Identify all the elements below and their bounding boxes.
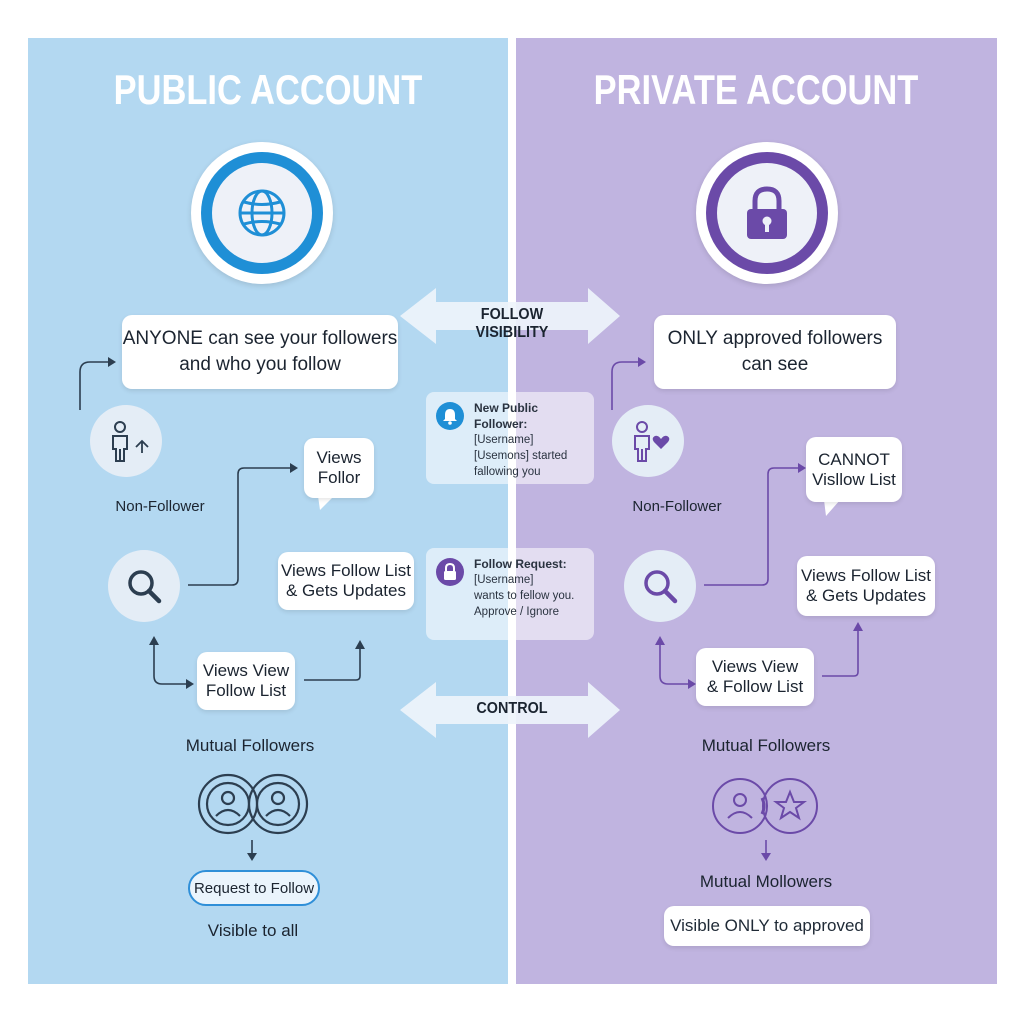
magnifier-icon xyxy=(644,570,678,604)
private-non-follower-avatar xyxy=(612,405,684,477)
arrow-nonfollower-to-main-public xyxy=(79,361,112,410)
private-main-card-line-2: can see xyxy=(741,354,809,375)
private-account-title: PRIVATE ACCOUNT xyxy=(593,66,919,113)
private-visibility-footer: Visible ONLY to approved xyxy=(664,906,870,946)
bubble-tail-public xyxy=(318,496,334,510)
public-main-card: ANYONE can see your followers and who yo… xyxy=(122,315,398,389)
bubble-tail-private xyxy=(824,500,840,516)
private-follow-request-notification: Follow Request: [Username] wants to fell… xyxy=(426,548,594,640)
arrow-viewsview-to-updates-private xyxy=(822,628,859,677)
person-icon xyxy=(112,421,149,462)
private-main-card: ONLY approved followers can see xyxy=(654,315,896,389)
public-notification-line-3: fallowing you xyxy=(474,466,541,478)
private-notification-line-2: wants to fellow you. xyxy=(474,590,575,602)
mutual-followers-icon xyxy=(197,773,309,835)
private-views-follow-list-line-1: Views Follow List xyxy=(800,566,932,585)
private-views-view-line-2: & Follow List xyxy=(706,677,804,696)
private-cannot-bubble: CANNOT Visllow List xyxy=(806,437,902,502)
public-notification-title: New Public Follower: xyxy=(474,401,539,431)
arrow-nonfollower-to-main-private xyxy=(611,361,642,410)
public-views-follow-list-line-2: & Gets Updates xyxy=(285,581,406,600)
public-notification-line-2: [Usemons] started xyxy=(474,450,568,462)
private-lock-badge xyxy=(696,142,838,284)
follow-visibility-label: FOLLOW VISIBILITY xyxy=(475,306,549,341)
public-mutual-followers-label: Mutual Followers xyxy=(185,736,315,755)
arrow-search-down-public xyxy=(153,640,188,685)
public-follower-notification: New Public Follower: [Username] [Usemons… xyxy=(426,392,594,484)
notification-bell-badge xyxy=(436,402,464,430)
private-non-follower-label: Non-Follower xyxy=(632,498,722,515)
control-label: CONTROL xyxy=(476,700,548,717)
globe-icon xyxy=(238,189,286,237)
private-mutual-mollowers-label: Mutual Mollowers xyxy=(699,872,833,891)
person-heart-icon xyxy=(634,421,670,462)
private-notification-line-3: Approve / Ignore xyxy=(474,606,560,618)
public-views-follor-line-1: Views xyxy=(316,448,362,467)
public-views-view-line-2: Follow List xyxy=(205,681,287,700)
private-views-view-line-1: Views View xyxy=(711,657,799,676)
public-main-card-line-2: and who you follow xyxy=(179,354,341,375)
private-views-view-follow-list-card: Views View & Follow List xyxy=(696,648,814,706)
mutual-followers-star-icon xyxy=(712,778,818,834)
private-main-card-line-1: ONLY approved followers xyxy=(667,328,883,349)
arrow-search-to-views-public xyxy=(188,467,292,586)
public-views-follor-line-2: Follor xyxy=(317,468,361,487)
public-views-follow-list-card: Views Follow List & Gets Updates xyxy=(278,552,414,610)
public-non-follower-label: Non-Follower xyxy=(115,498,205,515)
public-views-view-line-1: Views View xyxy=(202,661,290,680)
private-views-follow-list-card: Views Follow List & Gets Updates xyxy=(797,556,935,616)
arrow-viewsview-to-updates-public xyxy=(304,646,361,681)
follow-visibility-double-arrow xyxy=(400,288,620,344)
private-search-circle xyxy=(624,550,696,622)
notification-lock-badge xyxy=(436,558,464,586)
public-non-follower-avatar xyxy=(90,405,162,477)
panel-divider xyxy=(508,38,516,984)
control-double-arrow xyxy=(400,682,620,738)
arrow-search-to-cannot-private xyxy=(704,467,800,586)
public-views-follor-bubble: Views Follor xyxy=(304,438,374,498)
magnifier-icon xyxy=(128,570,162,604)
private-notification-line-1: [Username] xyxy=(474,574,534,586)
public-visibility-footer: Visible to all xyxy=(207,921,299,940)
private-mutual-followers-label: Mutual Followers xyxy=(701,736,831,755)
public-main-card-line-1: ANYONE can see your followers xyxy=(122,328,398,349)
public-account-title: PUBLIC ACCOUNT xyxy=(113,66,423,113)
public-search-circle xyxy=(108,550,180,622)
private-notification-title: Follow Request: xyxy=(474,557,567,571)
public-notification-line-1: [Username] xyxy=(474,434,534,446)
public-views-follow-list-line-1: Views Follow List xyxy=(280,561,412,580)
private-cannot-line-2: Visllow List xyxy=(812,469,896,489)
lock-icon xyxy=(747,186,787,239)
lock-icon xyxy=(444,563,456,580)
bell-icon xyxy=(443,409,457,425)
private-views-follow-list-line-2: & Gets Updates xyxy=(805,586,926,605)
private-cannot-line-1: CANNOT xyxy=(818,449,890,469)
arrow-search-down-private xyxy=(659,640,690,685)
public-views-view-follow-list-card: Views View Follow List xyxy=(197,652,295,710)
request-to-follow-button[interactable]: Request to Follow xyxy=(188,870,320,906)
public-globe-badge xyxy=(191,142,333,284)
